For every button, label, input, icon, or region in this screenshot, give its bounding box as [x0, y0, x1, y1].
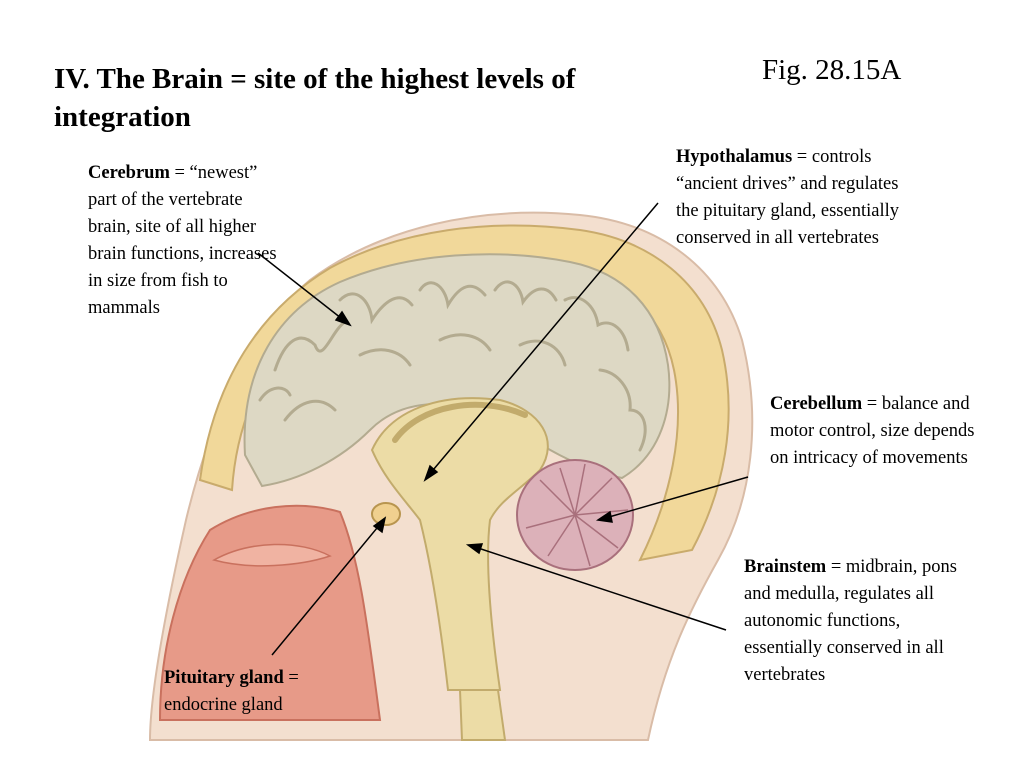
- brainstem-leader: [471, 545, 727, 631]
- cerebellum-folia: [525, 463, 629, 567]
- cerebrum-shape: [243, 253, 671, 488]
- cerebrum-arrowhead: [334, 310, 352, 327]
- leader-lines: [257, 202, 749, 656]
- pituitary-term: Pituitary gland: [164, 668, 284, 688]
- cerebellum-term: Cerebellum: [770, 394, 863, 414]
- brainstem-label: Brainstem = midbrain, pons and medulla, …: [744, 554, 974, 689]
- cerebellum-arrowhead: [595, 510, 613, 523]
- brainstem-desc: = midbrain, pons and medulla, regulates …: [744, 557, 957, 685]
- cerebellum-leader: [601, 476, 749, 520]
- hypothalamus-leader: [427, 202, 659, 477]
- pituitary-shape: [371, 502, 401, 526]
- figure-reference: Fig. 28.15A: [762, 54, 902, 86]
- hypothalamus-term: Hypothalamus: [676, 147, 793, 167]
- hypothalamus-desc: = controls “ancient drives” and regulate…: [676, 147, 899, 248]
- cerebrum-label: Cerebrum = “newest” part of the vertebra…: [88, 160, 278, 322]
- pituitary-arrowhead: [372, 516, 387, 534]
- cerebellum-label: Cerebellum = balance and motor control, …: [770, 391, 985, 472]
- corpus-callosum: [392, 401, 528, 443]
- pituitary-leader: [271, 521, 383, 656]
- cerebrum-leader: [257, 252, 347, 323]
- cerebrum-desc: = “newest” part of the vertebrate brain,…: [88, 163, 277, 318]
- cerebrum-term: Cerebrum: [88, 163, 170, 183]
- pituitary-label: Pituitary gland = endocrine gland: [164, 665, 354, 719]
- hypothalamus-label: Hypothalamus = controls “ancient drives”…: [676, 144, 916, 252]
- nasal-turbinate: [212, 543, 332, 567]
- cerebral-gyri: [258, 280, 647, 452]
- spinal-cord: [458, 689, 507, 741]
- brainstem-term: Brainstem: [744, 557, 827, 577]
- inner-brain: [370, 397, 549, 691]
- pituitary-desc: = endocrine gland: [164, 668, 299, 715]
- slide-title: IV. The Brain = site of the highest leve…: [54, 63, 576, 133]
- hypothalamus-arrowhead: [423, 464, 439, 482]
- brainstem-arrowhead: [465, 543, 484, 555]
- cerebellum-desc: = balance and motor control, size depend…: [770, 394, 975, 468]
